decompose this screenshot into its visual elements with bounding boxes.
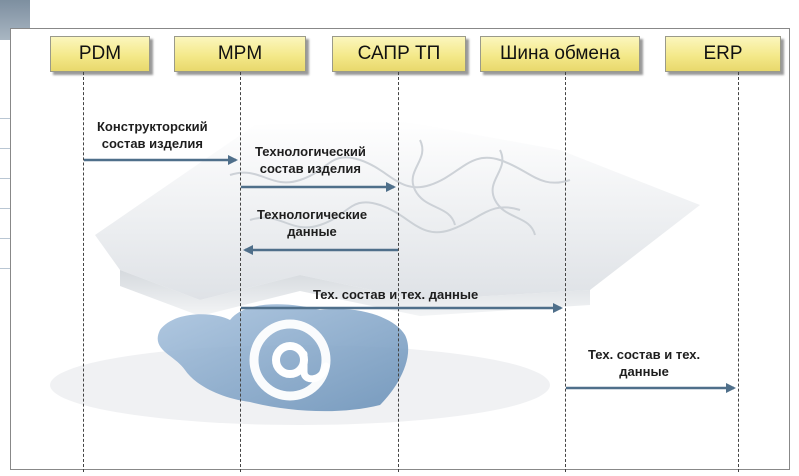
lifeline-sapr <box>398 72 399 472</box>
lifeline-mpm <box>240 72 241 472</box>
at-sign-icon <box>249 319 331 401</box>
lifeline-bus <box>565 72 566 472</box>
lifeline-pdm <box>83 72 84 472</box>
message-line: Тех. состав и тех. данные <box>313 287 479 302</box>
message-line: Технологические <box>257 207 368 222</box>
lane-label: Шина обмена <box>499 43 621 64</box>
message-line: состав изделия <box>259 161 361 176</box>
message-line: данные <box>287 224 337 239</box>
lane-label: САПР ТП <box>357 43 441 64</box>
message-line: состав изделия <box>101 136 203 151</box>
left-rule <box>0 178 10 179</box>
lane-box-sapr: САПР ТП <box>332 36 466 72</box>
lane-label: ERP <box>703 43 743 64</box>
message-label-2: Технологический состав изделия <box>255 143 366 177</box>
message-line: Тех. состав и тех. <box>588 347 701 362</box>
left-rule <box>0 148 10 149</box>
message-label-1: Конструкторский состав изделия <box>97 118 208 152</box>
lane-box-erp: ERP <box>665 36 781 72</box>
message-line: Технологический <box>255 144 366 159</box>
message-line: данные <box>619 364 669 379</box>
lane-label: PDM <box>78 43 122 64</box>
message-line: Конструкторский <box>97 119 208 134</box>
lifeline-erp <box>738 72 739 472</box>
message-label-5: Тех. состав и тех. данные <box>588 346 700 380</box>
lane-box-mpm: MPM <box>174 36 306 72</box>
message-label-3: Технологические данные <box>257 206 367 240</box>
lane-box-bus: Шина обмена <box>480 36 640 72</box>
lane-box-pdm: PDM <box>50 36 150 72</box>
left-rule <box>0 238 10 239</box>
left-rule <box>0 118 10 119</box>
lane-label: MPM <box>217 43 263 64</box>
message-label-4: Тех. состав и тех. данные <box>313 286 478 303</box>
left-rule <box>0 208 10 209</box>
left-rule <box>0 268 10 269</box>
